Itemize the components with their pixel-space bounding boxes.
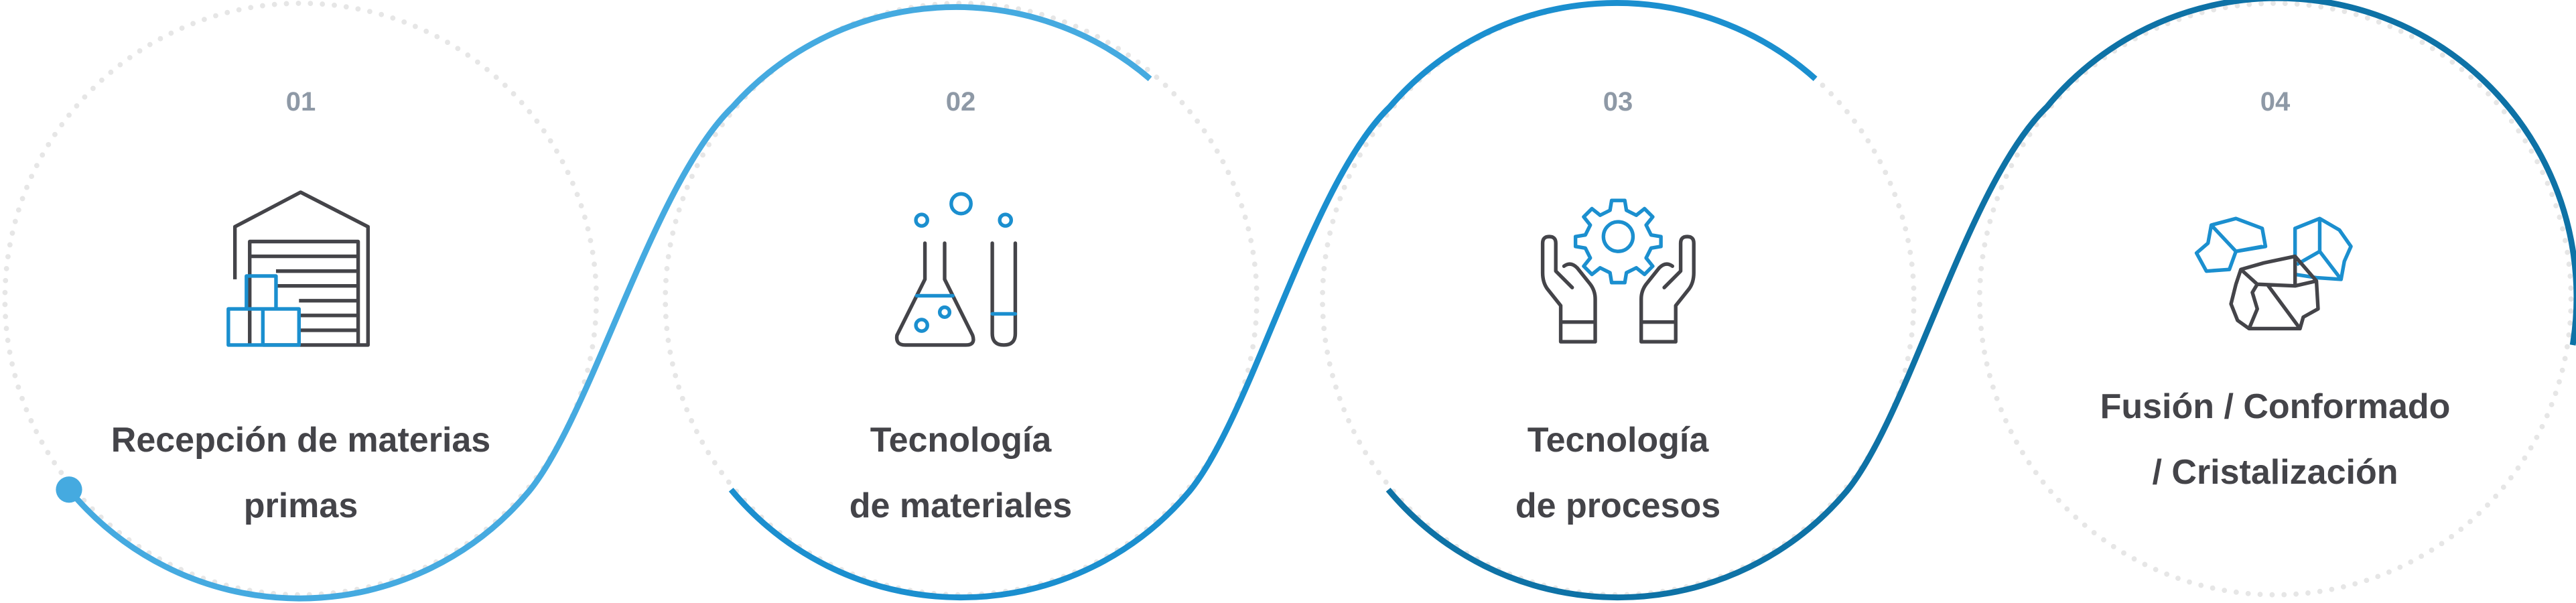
laboratory-flask-icon — [894, 192, 1018, 347]
step-1-title: Recepción de materias primas — [0, 407, 602, 539]
step-2-title-line1: Tecnología — [870, 421, 1052, 460]
start-dot — [56, 476, 82, 503]
step-2-number: 02 — [945, 87, 976, 117]
step-4-title-line1: Fusión / Conformado — [2100, 387, 2451, 426]
step-1-number: 01 — [285, 87, 316, 117]
step-3-title-line2: de procesos — [1515, 486, 1721, 525]
step-1-title-line2: primas — [243, 486, 358, 525]
hands-gear-icon — [1540, 198, 1696, 344]
step-2-title: Tecnología de materiales — [659, 407, 1262, 539]
dotted-circle-2 — [663, 0, 1260, 598]
step-3-title: Tecnología de procesos — [1316, 407, 1919, 539]
step-4-title-line2: / Cristalización — [2152, 453, 2398, 492]
dotted-circle-1 — [2, 0, 600, 598]
wave-segment-2 — [728, 0, 1818, 601]
step-3-title-line1: Tecnología — [1527, 421, 1709, 460]
wave-segment-1 — [66, 4, 1152, 602]
step-3-number: 03 — [1603, 87, 1633, 117]
step-1-title-line1: Recepción de materias — [111, 421, 491, 460]
raw-stones-icon — [2194, 216, 2353, 331]
wave-segment-3 — [1385, 0, 2576, 601]
warehouse-icon — [226, 190, 370, 347]
dotted-circle-4 — [1976, 0, 2574, 598]
step-2-title-line2: de materiales — [849, 486, 1073, 525]
step-4-title: Fusión / Conformado / Cristalización — [1974, 374, 2576, 505]
step-4-number: 04 — [2260, 87, 2291, 117]
